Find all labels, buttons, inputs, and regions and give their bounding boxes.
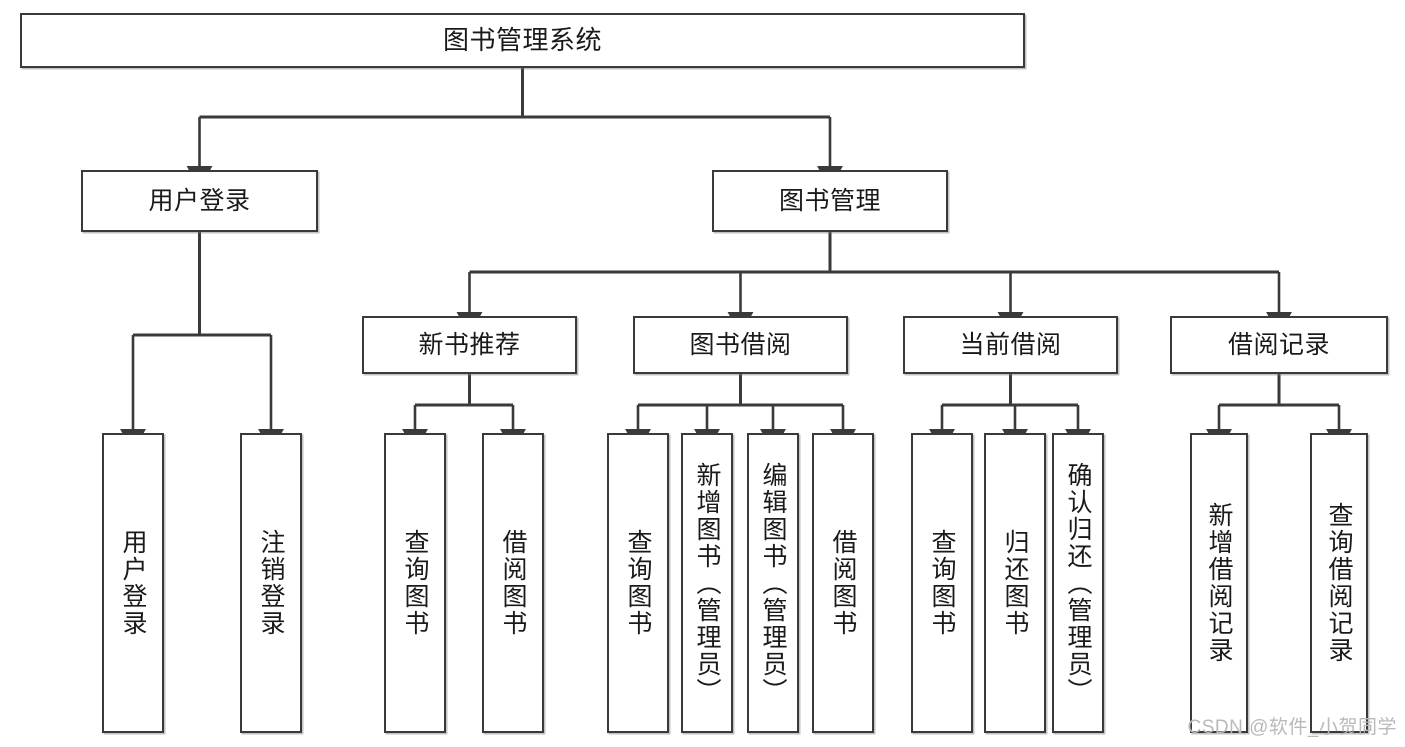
node-label: 查询图书 <box>928 529 956 637</box>
node-label: 用户登录 <box>148 186 251 215</box>
node-leaf-login-2[interactable]: 注销登录 <box>240 433 302 733</box>
node-label: 图书借阅 <box>689 330 792 359</box>
node-label: 查询借阅记录 <box>1325 502 1353 664</box>
node-leaf-bor-4[interactable]: 借阅图书 <box>812 433 874 733</box>
connector-lines <box>120 68 1352 453</box>
node-label: 编辑图书（管理员） <box>759 461 787 705</box>
node-login[interactable]: 用户登录 <box>81 170 318 232</box>
node-leaf-login-1[interactable]: 用户登录 <box>102 433 164 733</box>
watermark-text: CSDN @软件_小贺同学 <box>1187 717 1397 738</box>
node-label: 当前借阅 <box>959 330 1062 359</box>
node-label: 借阅图书 <box>829 529 857 637</box>
node-label: 确认归还（管理员） <box>1064 461 1092 705</box>
node-root[interactable]: 图书管理系统 <box>20 13 1025 68</box>
node-leaf-rec-2[interactable]: 查询借阅记录 <box>1310 433 1368 733</box>
node-leaf-cur-1[interactable]: 查询图书 <box>911 433 973 733</box>
node-records[interactable]: 借阅记录 <box>1170 316 1388 374</box>
node-label: 归还图书 <box>1001 529 1029 637</box>
node-bookmgmt[interactable]: 图书管理 <box>712 170 948 232</box>
node-current[interactable]: 当前借阅 <box>903 316 1118 374</box>
node-label: 借阅图书 <box>499 529 527 637</box>
node-label: 图书管理系统 <box>442 24 602 55</box>
node-label: 新书推荐 <box>418 330 521 359</box>
node-leaf-bor-1[interactable]: 查询图书 <box>607 433 669 733</box>
node-label: 用户登录 <box>119 529 147 637</box>
node-leaf-rec-1[interactable]: 新增借阅记录 <box>1190 433 1248 733</box>
node-leaf-cur-3[interactable]: 确认归还（管理员） <box>1052 433 1104 733</box>
node-newbook[interactable]: 新书推荐 <box>362 316 577 374</box>
node-label: 注销登录 <box>257 529 285 637</box>
node-label: 查询图书 <box>624 529 652 637</box>
node-label: 新增借阅记录 <box>1205 502 1233 664</box>
node-leaf-cur-2[interactable]: 归还图书 <box>984 433 1046 733</box>
node-label: 新增图书（管理员） <box>693 461 721 705</box>
node-borrow[interactable]: 图书借阅 <box>633 316 848 374</box>
node-leaf-bor-2[interactable]: 新增图书（管理员） <box>681 433 733 733</box>
node-leaf-new-1[interactable]: 查询图书 <box>384 433 446 733</box>
node-label: 图书管理 <box>778 186 881 215</box>
node-label: 借阅记录 <box>1227 330 1330 359</box>
node-leaf-new-2[interactable]: 借阅图书 <box>482 433 544 733</box>
node-leaf-bor-3[interactable]: 编辑图书（管理员） <box>747 433 799 733</box>
node-label: 查询图书 <box>401 529 429 637</box>
